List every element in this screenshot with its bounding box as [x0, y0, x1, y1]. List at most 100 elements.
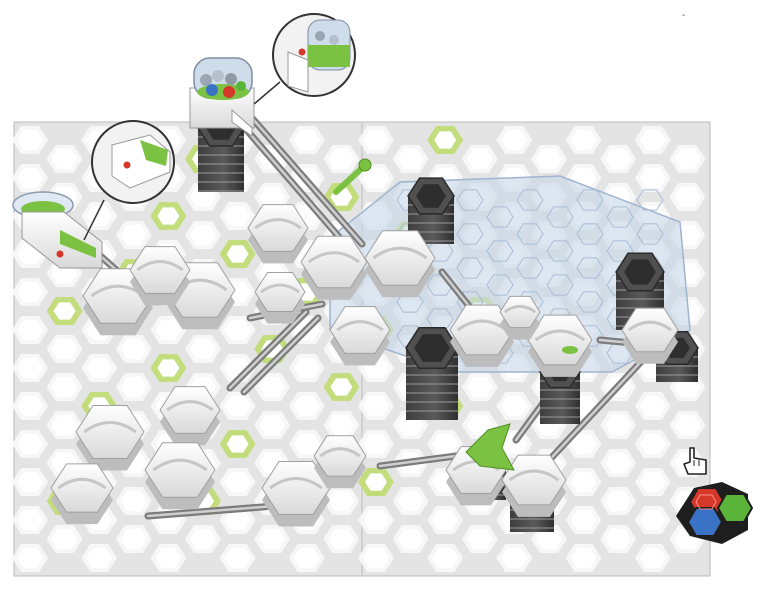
hex-socket-inner — [293, 129, 320, 151]
hex-socket-inner — [224, 205, 251, 227]
plate-hex — [576, 189, 604, 211]
hex-socket-inner — [432, 547, 459, 569]
hex-socket-inner — [17, 319, 43, 341]
plate-hex — [516, 189, 544, 211]
track-groove — [508, 469, 560, 482]
track-groove — [57, 477, 107, 490]
hex-socket-inner — [330, 378, 353, 396]
hex-socket-inner — [155, 319, 182, 341]
plate-hex — [486, 240, 514, 262]
hex-socket-inner — [639, 433, 666, 455]
plate-hex — [546, 240, 574, 262]
hex-socket-inner — [639, 395, 666, 417]
hex-socket-inner — [466, 376, 493, 398]
hex-socket-inner — [605, 490, 632, 512]
track-piece — [247, 204, 309, 252]
track-groove — [269, 476, 323, 490]
plate-hex — [606, 206, 634, 228]
hex-socket-inner — [674, 414, 701, 436]
track-groove — [260, 283, 300, 294]
hex-socket-inner — [639, 509, 666, 531]
hex-socket-inner — [224, 509, 251, 531]
plate-hex — [546, 274, 574, 296]
hex-socket-inner — [157, 207, 180, 225]
rail-highlight — [250, 116, 364, 246]
green-hole — [562, 346, 578, 354]
hex-socket-inner — [674, 148, 701, 170]
rail-highlight — [228, 310, 308, 390]
hex-socket-inner — [639, 129, 666, 151]
hex-socket-inner — [363, 509, 389, 531]
hex-socket-inner — [466, 528, 493, 550]
hex-socket-inner — [570, 509, 597, 531]
track-groove — [254, 218, 302, 230]
hex-socket-inner — [501, 129, 528, 151]
hex-socket-inner — [120, 528, 147, 550]
tower-hole — [414, 334, 450, 362]
plate-hex — [486, 274, 514, 296]
hex-socket-inner — [190, 338, 216, 360]
hex-socket-inner — [51, 376, 78, 398]
hex-socket-inner — [17, 357, 43, 379]
hex-socket-inner — [397, 148, 424, 170]
plate-hex — [516, 223, 544, 245]
tower-hole — [624, 259, 656, 285]
hex-socket-inner — [466, 414, 493, 436]
hex-socket-inner — [501, 547, 528, 569]
hex-socket-inner — [17, 129, 43, 151]
plate-hex — [456, 223, 484, 245]
hex-socket-inner — [51, 528, 78, 550]
hex-socket-inner — [224, 395, 251, 417]
hex-socket-inner — [328, 414, 355, 436]
track-piece — [261, 461, 331, 515]
zoom-callout-dispenser — [253, 13, 356, 105]
hex-socket-inner — [17, 509, 43, 531]
hex-socket-inner — [605, 528, 632, 550]
track-piece — [254, 272, 306, 312]
rail-highlight — [236, 118, 354, 254]
track-groove — [372, 246, 428, 260]
zoom-callout-launcher — [83, 120, 175, 241]
hex-socket-inner — [51, 338, 78, 360]
hex-socket-inner — [17, 547, 43, 569]
hex-socket-inner — [363, 129, 389, 151]
hex-socket-inner — [639, 547, 666, 569]
green-lever — [333, 158, 372, 195]
rail-highlight — [242, 316, 320, 394]
hex-socket-inner — [120, 338, 147, 360]
hex-socket-inner — [17, 433, 43, 455]
rail-highlight — [538, 348, 654, 472]
track-piece — [129, 246, 191, 294]
marble-dispenser-top — [189, 57, 255, 137]
track-groove — [136, 260, 184, 272]
track-groove — [503, 304, 537, 314]
hex-socket-inner — [363, 167, 389, 189]
hex-socket-inner — [86, 357, 113, 379]
hand-pointer-icon — [683, 447, 707, 475]
track-groove — [627, 320, 673, 332]
hex-socket-inner — [674, 186, 701, 208]
hex-socket-inner — [536, 148, 562, 170]
track-groove — [319, 447, 361, 458]
plate-hex — [516, 257, 544, 279]
hex-socket-inner — [226, 245, 249, 263]
hex-socket-inner — [501, 395, 528, 417]
hex-socket-inner — [190, 528, 216, 550]
hex-socket-inner — [570, 471, 597, 493]
track-piece — [300, 235, 368, 289]
hex-socket-inner — [293, 547, 320, 569]
hex-socket-inner — [363, 547, 389, 569]
tower-hole — [416, 184, 446, 208]
hex-socket-inner — [53, 302, 76, 320]
hex-socket-inner — [157, 359, 180, 377]
hex-socket-inner — [570, 433, 597, 455]
hex-socket-inner — [397, 490, 424, 512]
plate-hex — [576, 257, 604, 279]
track-piece — [364, 230, 436, 286]
hex-socket-inner — [293, 395, 320, 417]
hex-socket-inner — [363, 433, 389, 455]
hex-socket-inner — [605, 414, 632, 436]
plate-hex — [576, 223, 604, 245]
marble-red — [56, 250, 64, 258]
